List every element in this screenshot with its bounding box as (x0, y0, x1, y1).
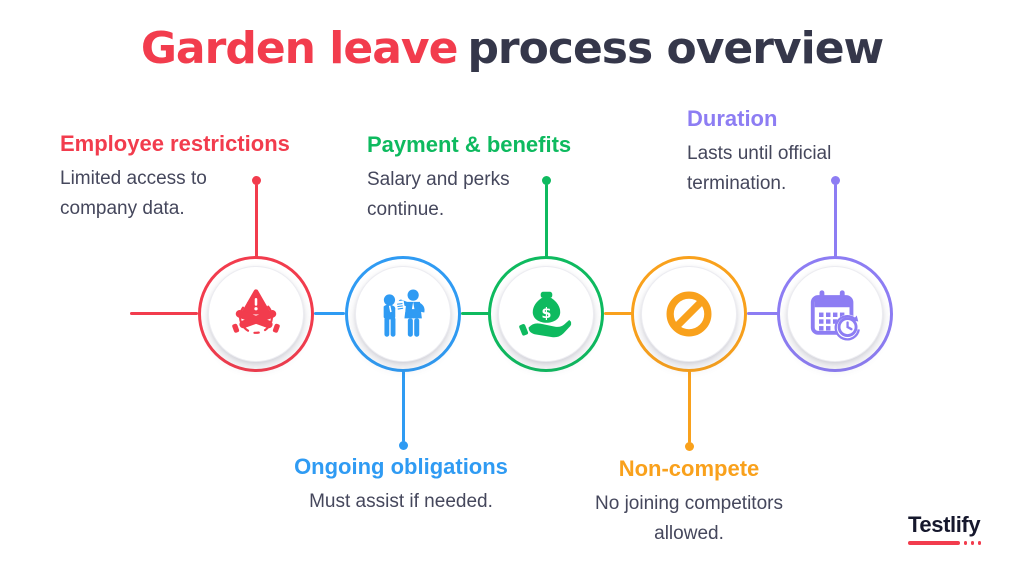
step-label-duration: Duration Lasts until official terminatio… (687, 107, 872, 199)
step-node-duration (777, 256, 893, 372)
connector-line-1-2 (314, 312, 345, 315)
callout-line-payment-benefits (544, 184, 548, 258)
callout-line-employee-restrictions (254, 184, 258, 258)
callout-dot-non-compete (684, 441, 694, 451)
step-description: Salary and perks continue. (367, 169, 510, 220)
callout-dot-duration (830, 175, 840, 185)
people-assist-icon (383, 289, 425, 337)
logo-dot (963, 541, 967, 545)
callout-line-non-compete (687, 371, 691, 443)
step-node-inner (208, 266, 304, 362)
callout-dot-ongoing-obligations (398, 440, 408, 450)
no-handshake-warning-icon (232, 289, 280, 334)
callout-dot-payment-benefits (541, 175, 551, 185)
step-node-ongoing-obligations (345, 256, 461, 372)
step-node-inner (787, 266, 883, 362)
step-title: Ongoing obligations (294, 454, 508, 479)
logo-underline-bar (908, 541, 960, 545)
logo-dot (977, 541, 981, 545)
step-node-inner (355, 266, 451, 362)
logo-dot (970, 541, 974, 545)
step-label-ongoing-obligations: Ongoing obligations Must assist if neede… (251, 455, 551, 517)
callout-line-duration (833, 184, 837, 258)
step-description: No joining competitors allowed. (595, 493, 783, 544)
step-title: Non-compete (618, 456, 760, 481)
testlify-logo-underline (908, 541, 1008, 545)
title-highlight: Garden leave (140, 23, 459, 74)
step-node-non-compete (631, 256, 747, 372)
step-label-payment-benefits: Payment & benefits Salary and perks cont… (367, 133, 571, 225)
connector-line-4-5 (747, 312, 779, 315)
connector-line-2-3 (461, 312, 490, 315)
title-rest: process overview (467, 23, 884, 74)
step-label-non-compete: Non-compete No joining competitors allow… (559, 457, 819, 549)
step-title: Payment & benefits (367, 132, 572, 157)
step-node-payment-benefits: $ (488, 256, 604, 372)
timeline-start-line (130, 312, 198, 315)
prohibition-icon (666, 291, 712, 337)
step-description: Limited access to company data. (60, 168, 207, 219)
money-bag-hand-icon: $ (519, 291, 572, 338)
testlify-logo-text: Testlify (908, 512, 981, 537)
callout-dot-employee-restrictions (251, 175, 261, 185)
connector-line-3-4 (604, 312, 633, 315)
step-description: Lasts until official termination. (687, 143, 832, 194)
svg-text:$: $ (541, 306, 551, 322)
calendar-clock-icon (810, 290, 861, 341)
step-title: Employee restrictions (60, 131, 290, 156)
step-node-employee-restrictions (198, 256, 314, 372)
callout-line-ongoing-obligations (401, 371, 405, 442)
step-node-inner (641, 266, 737, 362)
step-title: Duration (687, 106, 778, 131)
step-description: Must assist if needed. (309, 491, 493, 512)
step-label-employee-restrictions: Employee restrictions Limited access to … (60, 132, 290, 224)
step-node-inner: $ (498, 266, 594, 362)
testlify-logo: Testlify (908, 512, 1008, 545)
